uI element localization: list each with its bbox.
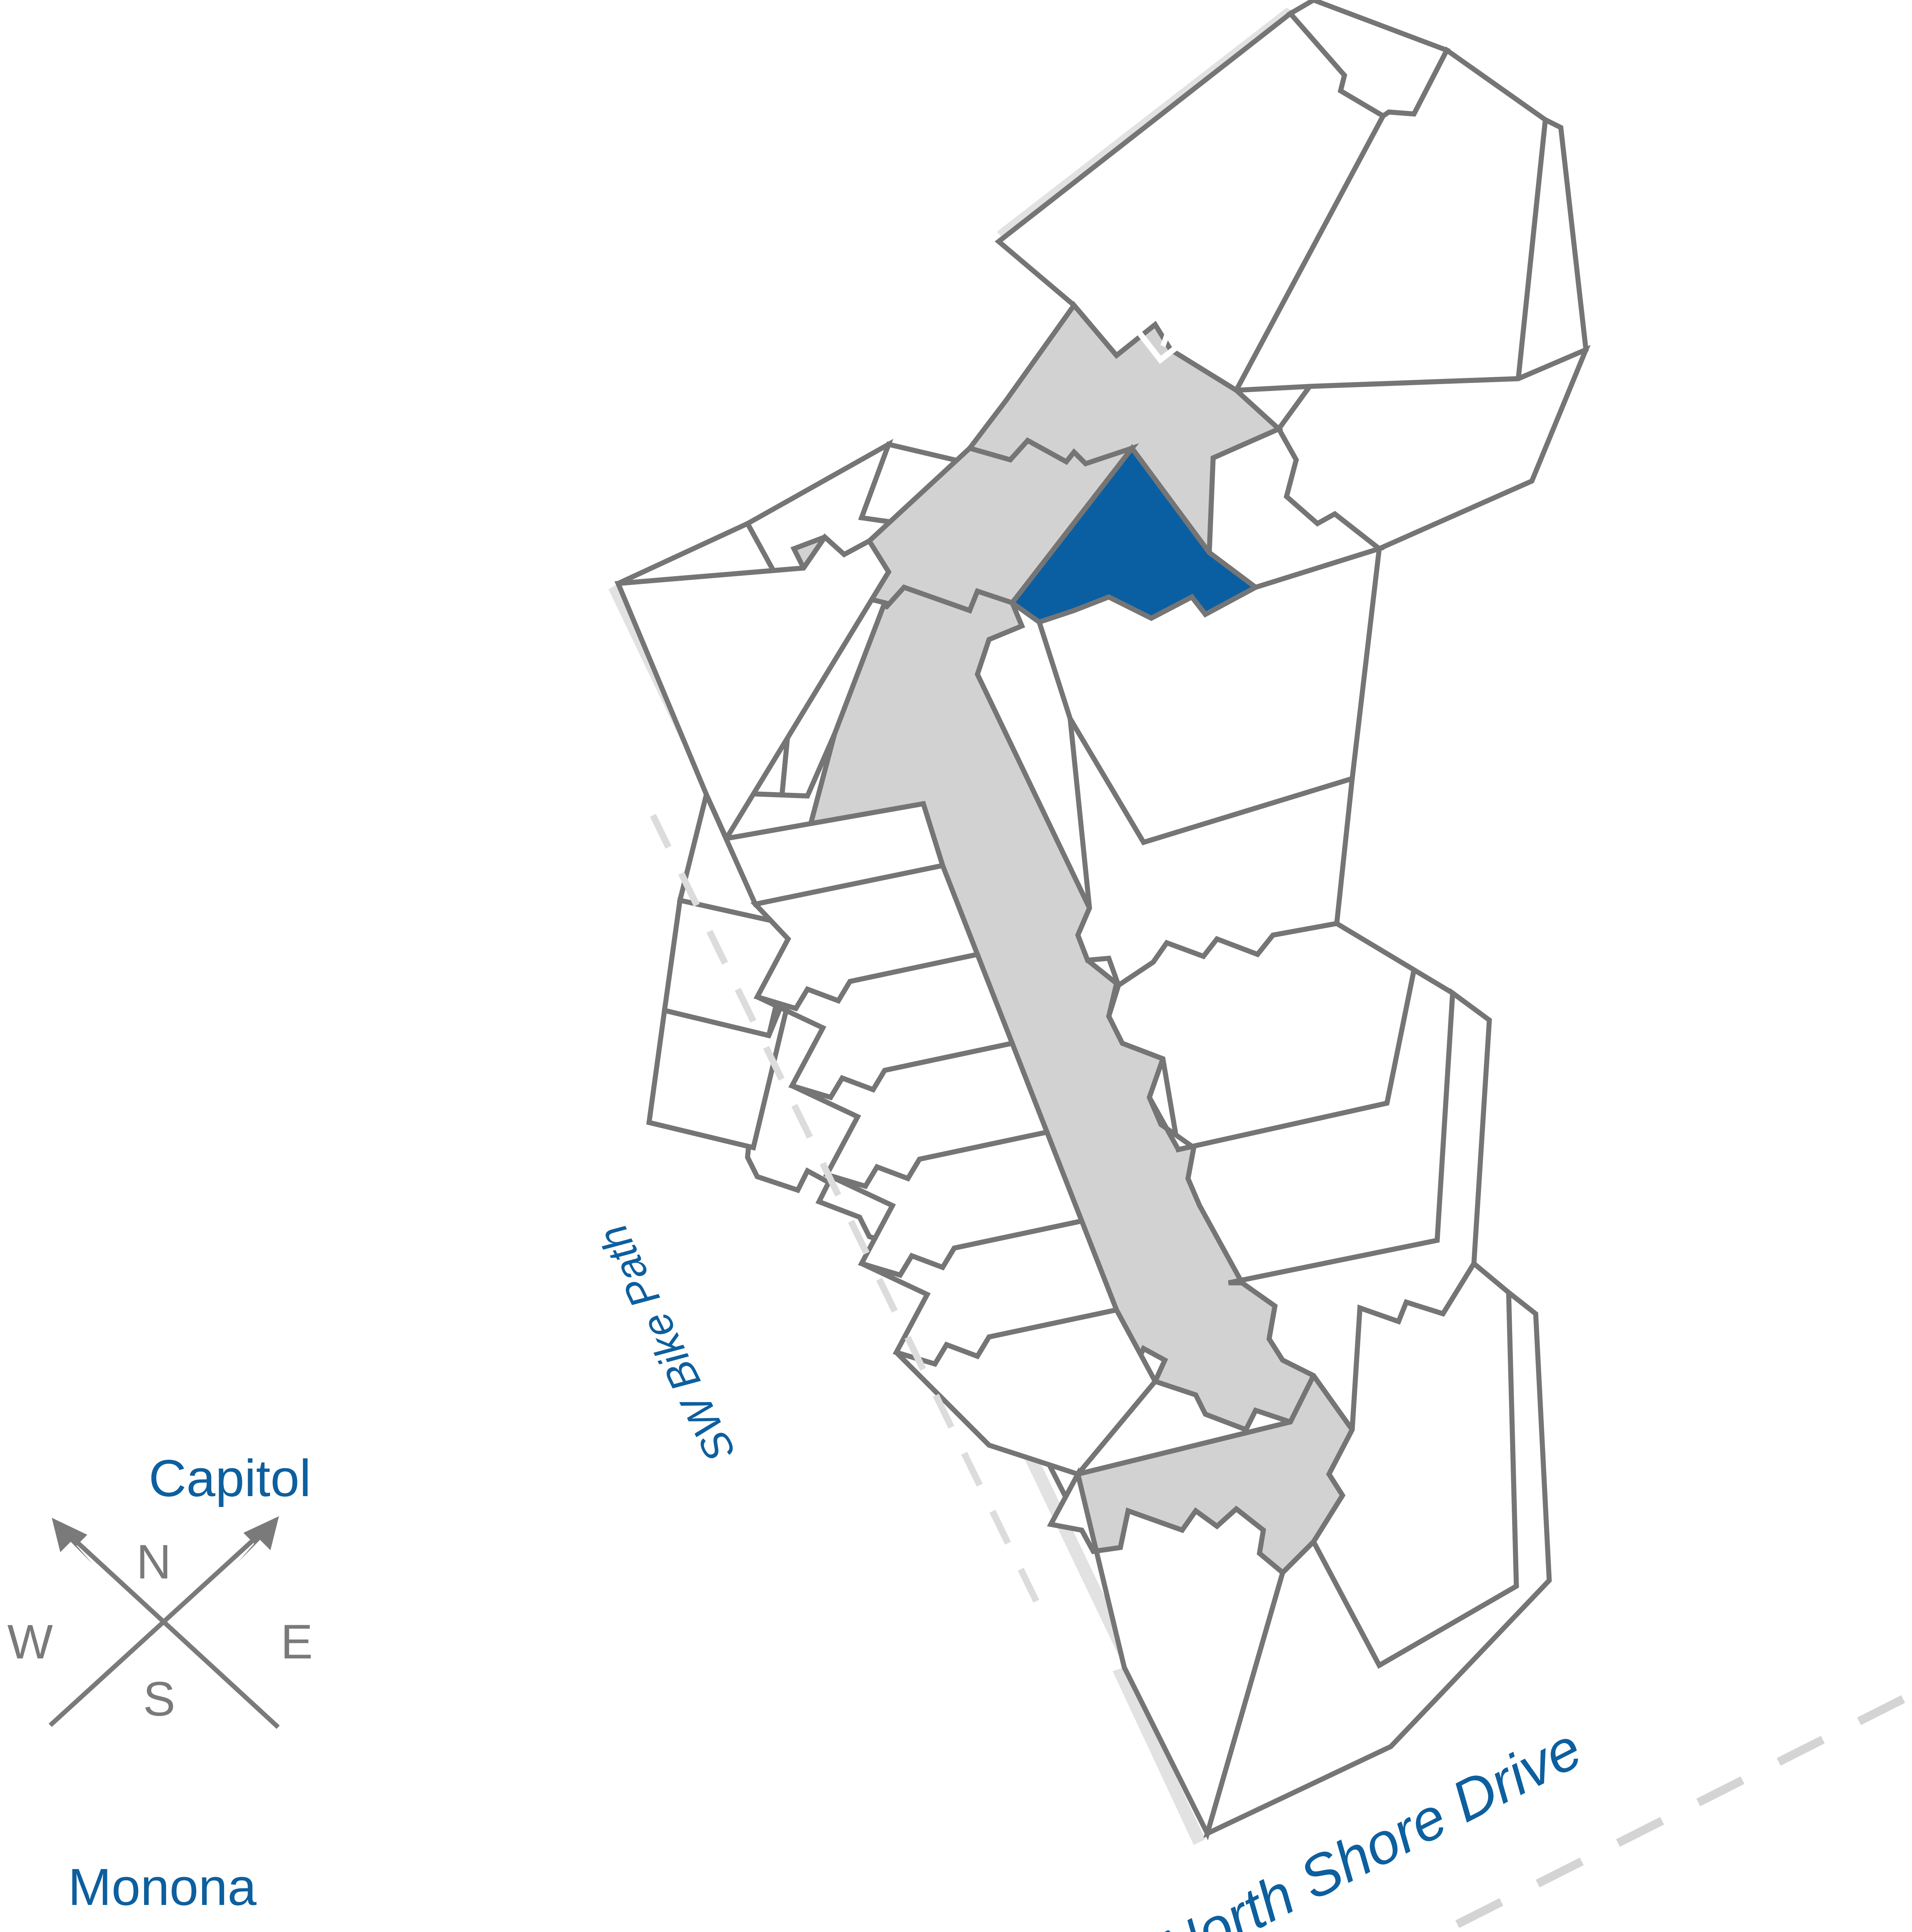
elevator-core-icon[interactable] [1116,247,1239,364]
compass-label-east: E [280,1615,313,1669]
compass-ne-line [48,1522,272,1727]
compass-rose: N S W E [7,1516,313,1729]
capitol-label: Capitol [149,1449,311,1507]
compass-label-west: W [7,1615,53,1669]
compass-label-north: N [136,1535,171,1589]
unit-e3[interactable] [1106,921,1417,1153]
east-units [1036,545,1519,1669]
shadow-bottom [1113,1667,1205,1845]
unit-bottom-right[interactable] [1203,1287,1552,1838]
compass-ne-arrowhead [238,1516,279,1562]
north-shore-drive-line [1432,1692,1910,1932]
compass-nw-arrowhead [52,1518,93,1564]
elevator-x-stroke-2 [1160,263,1195,347]
sw-bike-path-label: SW Bike Path [589,1218,744,1469]
compass-label-south: S [143,1672,175,1726]
north-wing-units [994,0,1591,590]
west-room-band [614,533,1158,1477]
elevator-box-outline [1116,247,1239,364]
compass-nw-line [58,1524,280,1729]
monona-bay-label-line1: MononaBay [68,1858,257,1932]
sw-bike-path-line [650,814,1046,1617]
unit-west-8[interactable] [894,1307,1158,1477]
